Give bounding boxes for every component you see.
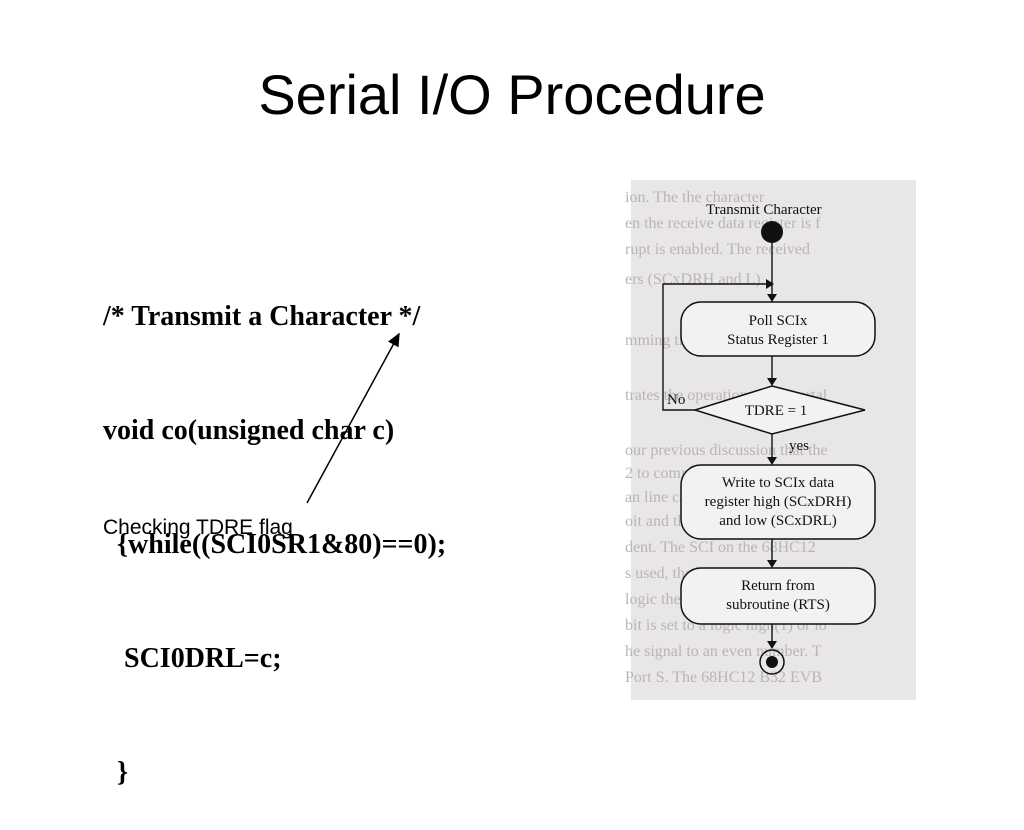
start-label: Transmit Character <box>706 202 822 218</box>
return-box <box>680 567 876 625</box>
yes-label: yes <box>789 438 809 454</box>
no-label: No <box>667 392 685 408</box>
bg-text-line: ion. The the character <box>625 189 765 206</box>
flowchart-svg: ion. The the character en the receive da… <box>625 189 876 686</box>
write-data-box <box>680 464 876 540</box>
start-node <box>761 221 783 243</box>
poll-box-line: Status Register 1 <box>727 332 829 348</box>
code-line: void co(unsigned char c) <box>103 415 395 446</box>
no-loop-line <box>662 283 772 411</box>
code-line: {while((SCI0SR1&80)==0); <box>103 529 447 560</box>
decision-label: TDRE = 1 <box>745 403 808 419</box>
end-node-ring <box>759 649 785 675</box>
arrowhead <box>767 294 777 302</box>
bg-text-line: Port S. The 68HC12 B32 EVB <box>625 669 822 686</box>
arrowhead <box>767 560 777 568</box>
bg-text-line: rupt is enabled. The received <box>625 241 810 258</box>
code-line: /* Transmit a Character */ <box>103 301 421 332</box>
bg-text-line: he signal to an even number. T <box>625 643 822 660</box>
write-box-line: and low (SCxDRL) <box>719 513 837 529</box>
arrowhead <box>766 279 774 289</box>
slide-title: Serial I/O Procedure <box>258 63 766 126</box>
arrowhead <box>767 378 777 386</box>
code-line: } <box>103 757 129 788</box>
poll-status-box <box>680 301 876 357</box>
scanned-flowchart-image: ion. The the character en the receive da… <box>625 180 916 700</box>
code-listing: /* Transmit a Character */ void co(unsig… <box>103 222 446 830</box>
end-node <box>766 656 778 668</box>
bg-text-line: ers (SCxDRH and L). <box>625 271 765 288</box>
caption-checking-tdre: Checking TDRE flag <box>103 516 293 539</box>
code-line: SCI0DRL=c; <box>103 643 282 674</box>
bg-text-line: our previous discussion that the <box>625 442 828 459</box>
return-box-line: subroutine (RTS) <box>726 597 830 613</box>
poll-box-line: Poll SCIx <box>749 313 808 329</box>
bg-text-line: dent. The SCI on the 68HC12 <box>625 539 816 556</box>
return-box-line: Return from <box>741 578 815 594</box>
write-box-line: register high (SCxDRH) <box>705 494 852 510</box>
arrowhead <box>767 641 777 649</box>
arrowhead <box>767 457 777 465</box>
write-box-line: Write to SCIx data <box>722 475 835 491</box>
